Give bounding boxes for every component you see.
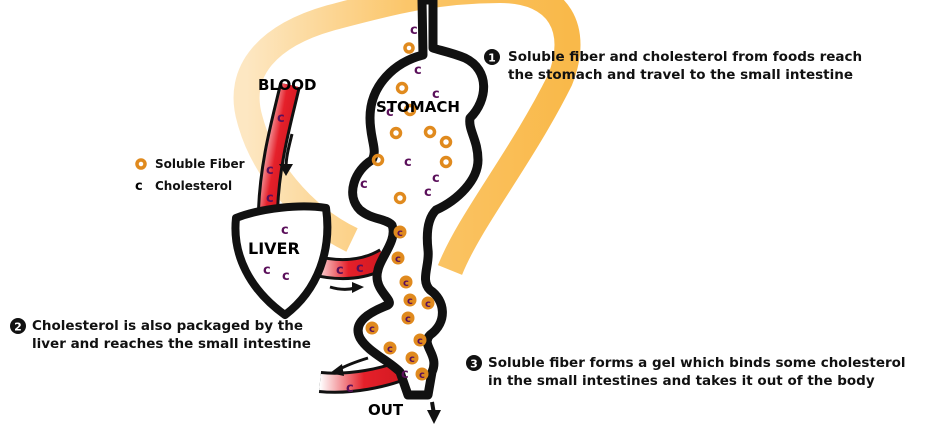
svg-text:c: c [401, 367, 409, 382]
svg-text:3: 3 [470, 358, 478, 371]
svg-text:c: c [419, 370, 425, 381]
svg-text:c: c [417, 336, 423, 347]
svg-text:c: c [407, 296, 413, 307]
out-label: OUT [368, 401, 404, 419]
svg-text:c: c [336, 263, 344, 278]
svg-text:c: c [397, 228, 403, 239]
step-1-line-2: the stomach and travel to the small inte… [508, 66, 862, 84]
svg-text:c: c [266, 163, 274, 178]
svg-text:c: c [410, 23, 418, 38]
legend-cholesterol-label: Cholesterol [155, 179, 232, 193]
step-1-badge: 1 [484, 49, 500, 65]
step-1-line-1: Soluble fiber and cholesterol from foods… [508, 48, 862, 66]
stomach-label: STOMACH [376, 98, 460, 116]
svg-text:c: c [424, 185, 432, 200]
step-3-line-1: Soluble fiber forms a gel which binds so… [488, 354, 906, 372]
step-3-caption: Soluble fiber forms a gel which binds so… [488, 354, 906, 390]
svg-text:1: 1 [488, 52, 496, 65]
cholesterol-legend-icon: c [135, 179, 143, 194]
step-2-badge: 2 [10, 318, 26, 334]
svg-text:c: c [395, 254, 401, 265]
svg-text:c: c [432, 171, 440, 186]
svg-text:c: c [281, 223, 289, 238]
step-3-badge: 3 [466, 355, 482, 371]
liver-label: LIVER [248, 239, 300, 258]
legend-fiber-label: Soluble Fiber [155, 157, 245, 171]
step-2-line-1: Cholesterol is also packaged by the [32, 317, 311, 335]
svg-text:c: c [414, 63, 422, 78]
step-2-caption: Cholesterol is also packaged by the live… [32, 317, 311, 353]
svg-text:c: c [369, 324, 375, 335]
svg-text:c: c [277, 111, 285, 126]
svg-text:c: c [360, 177, 368, 192]
svg-text:c: c [387, 344, 393, 355]
fiber-legend-icon [137, 160, 145, 168]
svg-text:c: c [263, 263, 271, 278]
svg-text:c: c [266, 191, 274, 206]
step-1-caption: Soluble fiber and cholesterol from foods… [508, 48, 862, 84]
svg-text:c: c [356, 261, 364, 276]
svg-text:c: c [403, 278, 409, 289]
svg-text:c: c [346, 381, 354, 396]
svg-text:c: c [405, 314, 411, 325]
step-3-line-2: in the small intestines and takes it out… [488, 372, 906, 390]
svg-text:c: c [409, 354, 415, 365]
svg-text:c: c [282, 269, 290, 284]
blood-label: BLOOD [258, 76, 316, 94]
svg-text:c: c [404, 155, 412, 170]
svg-text:2: 2 [14, 321, 22, 334]
svg-text:c: c [425, 299, 431, 310]
legend: Soluble Fiber c Cholesterol [135, 157, 245, 194]
step-2-line-2: liver and reaches the small intestine [32, 335, 311, 353]
